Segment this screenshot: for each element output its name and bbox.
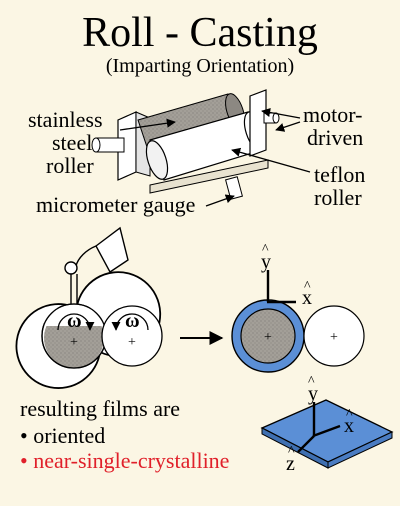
film-axis-x-hat: ^: [346, 407, 353, 422]
micrometer-gauge-icon: [225, 176, 243, 200]
label-roller-left: roller: [46, 153, 94, 178]
film-axis-y: y: [308, 383, 318, 405]
results-heading: resulting films are: [20, 396, 180, 421]
leader-arrows: [119, 108, 311, 207]
film-axis-x: x: [344, 415, 354, 437]
plus-coated: +: [264, 330, 272, 345]
film-axis-z-hat: ^: [288, 444, 295, 459]
film-axis-z: z: [286, 453, 295, 475]
omega-right: ω: [125, 310, 140, 332]
beaker-icon: [64, 226, 129, 275]
label-motor: motor-: [303, 102, 362, 127]
roll-axis-x: x: [302, 287, 312, 309]
left-shaft: [91, 137, 125, 153]
rotation-arrow-right: [111, 313, 149, 331]
roll-axes: ^ y ^ x: [261, 242, 312, 309]
page-subtitle: (Imparting Orientation): [106, 55, 294, 77]
label-stainless: stainless: [28, 107, 103, 132]
rotation-arrow-left: [57, 313, 95, 331]
plus-left: +: [70, 335, 78, 350]
label-roller-right: roller: [314, 185, 362, 210]
roll-axis-y: y: [261, 251, 271, 273]
label-driven: driven: [307, 125, 363, 150]
oriented-film: ^ y ^ x ^ z: [260, 374, 394, 475]
roller-apparatus: [91, 89, 280, 200]
omega-left: ω: [67, 310, 82, 332]
right-shaft: [263, 112, 280, 124]
roll-axis-x-hat: ^: [304, 279, 311, 294]
coated-roller: + +: [231, 299, 365, 373]
roll-axis-y-hat: ^: [262, 242, 269, 257]
label-teflon: teflon: [314, 162, 365, 187]
plus-teflon: +: [330, 330, 338, 345]
film-axis-y-hat: ^: [308, 374, 315, 389]
label-steel: steel: [52, 130, 92, 155]
plus-right: +: [128, 335, 136, 350]
casting-process: ω ω + +: [15, 226, 163, 389]
result-oriented: • oriented: [20, 423, 105, 448]
page-title: Roll - Casting: [82, 10, 318, 56]
label-micrometer-gauge: micrometer gauge: [36, 192, 195, 217]
result-near-single-crystalline: • near-single-crystalline: [20, 448, 229, 473]
